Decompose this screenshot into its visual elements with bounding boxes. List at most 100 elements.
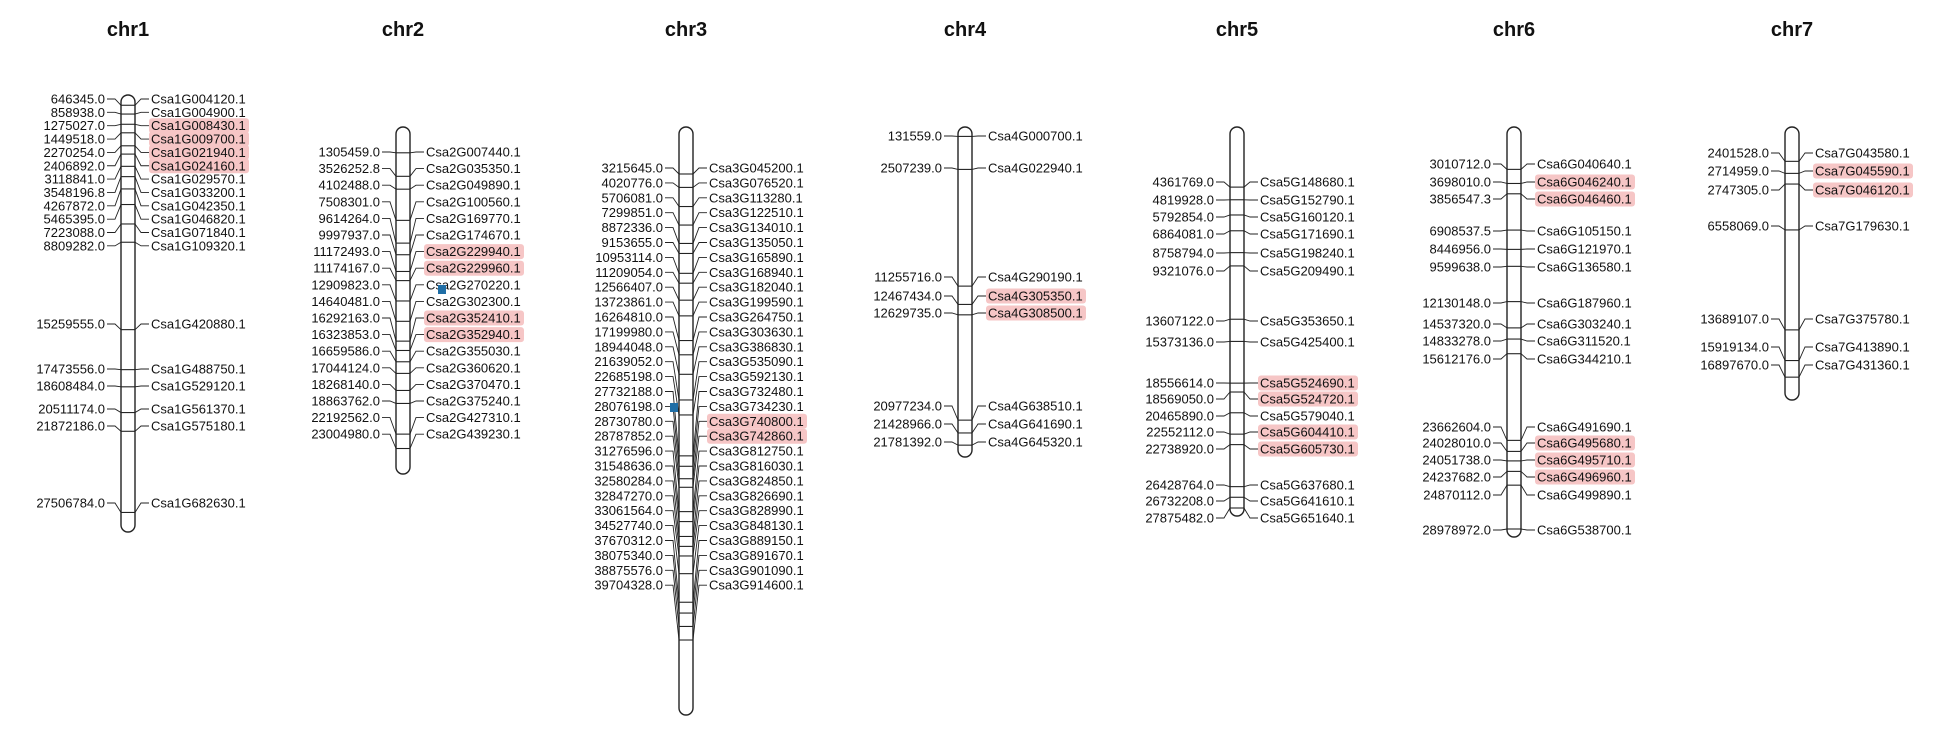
gene-label: Csa5G605730.1	[1260, 442, 1355, 457]
gene-connector	[693, 287, 707, 300]
position-label: 18268140.0	[311, 377, 380, 392]
gene-label: Csa6G491690.1	[1537, 420, 1632, 435]
position-connector	[382, 202, 396, 221]
gene-connector	[410, 418, 424, 435]
position-label: 27732188.0	[594, 384, 663, 399]
position-label: 31548636.0	[594, 459, 663, 474]
position-label: 33061564.0	[594, 503, 663, 518]
gene-label: Csa1G109320.1	[151, 238, 246, 253]
position-label: 18569050.0	[1145, 392, 1214, 407]
gene-connector	[1521, 471, 1535, 477]
position-label: 12909823.0	[311, 277, 380, 292]
position-connector	[1771, 153, 1785, 161]
gene-label: Csa7G413890.1	[1815, 340, 1910, 355]
position-connector	[1771, 184, 1785, 190]
position-connector	[944, 424, 958, 433]
chromosome-bar	[1507, 127, 1521, 537]
gene-label: Csa3G812750.1	[709, 444, 804, 459]
position-connector	[1216, 413, 1230, 416]
position-connector	[1771, 171, 1785, 173]
gene-connector	[135, 124, 149, 125]
position-label: 8872336.0	[602, 220, 663, 235]
position-label: 11172493.0	[313, 244, 380, 259]
position-connector	[1493, 230, 1507, 231]
gene-label: Csa5G641610.1	[1260, 494, 1355, 509]
gene-label: Csa5G152790.1	[1260, 193, 1355, 208]
position-label: 13607122.0	[1145, 314, 1214, 329]
gene-connector	[972, 442, 986, 445]
position-connector	[382, 434, 396, 448]
gene-connector	[410, 169, 424, 177]
gene-label: Csa5G579040.1	[1260, 409, 1355, 424]
position-connector	[944, 168, 958, 169]
gene-connector	[693, 183, 707, 188]
position-label: 18944048.0	[594, 339, 663, 354]
position-connector	[382, 152, 396, 153]
position-connector	[665, 257, 679, 273]
position-connector	[1216, 266, 1230, 271]
gene-label: Csa3G889150.1	[709, 533, 804, 548]
position-connector	[382, 401, 396, 403]
position-label: 2714959.0	[1708, 164, 1769, 179]
position-connector	[107, 112, 121, 114]
marker-square	[670, 403, 678, 412]
gene-label: Csa3G826690.1	[709, 488, 804, 503]
gene-connector	[1244, 497, 1258, 501]
gene-connector	[410, 401, 424, 403]
position-connector	[1216, 485, 1230, 487]
gene-connector	[135, 154, 149, 166]
position-label: 24870112.0	[1423, 488, 1491, 503]
position-connector	[107, 133, 121, 139]
position-connector	[382, 318, 396, 341]
position-label: 32847270.0	[594, 488, 663, 503]
gene-label: Csa2G049890.1	[426, 178, 521, 193]
gene-connector	[1244, 319, 1258, 321]
gene-label: Csa5G209490.1	[1260, 264, 1355, 279]
position-label: 11255716.0	[874, 270, 942, 285]
position-connector	[944, 296, 958, 304]
gene-label: Csa2G427310.1	[426, 410, 521, 425]
gene-connector	[972, 406, 986, 420]
gene-label: Csa5G353650.1	[1260, 314, 1355, 329]
position-connector	[665, 213, 679, 225]
gene-connector	[1799, 153, 1813, 161]
position-label: 10953114.0	[595, 250, 663, 265]
gene-label: Csa3G135050.1	[709, 235, 804, 250]
gene-connector	[1799, 226, 1813, 230]
gene-connector	[135, 242, 149, 246]
position-connector	[665, 243, 679, 254]
gene-connector	[1521, 339, 1535, 341]
position-label: 7299851.0	[602, 205, 663, 220]
position-label: 3215645.0	[602, 161, 663, 176]
gene-connector	[135, 189, 149, 206]
gene-connector	[693, 243, 707, 254]
gene-label: Csa3G386830.1	[709, 339, 804, 354]
gene-label: Csa2G355030.1	[426, 344, 521, 359]
gene-label: Csa5G198240.1	[1260, 246, 1355, 261]
position-connector	[107, 99, 121, 105]
gene-connector	[135, 224, 149, 233]
gene-connector	[1521, 182, 1535, 183]
gene-label: Csa3G113280.1	[709, 190, 803, 205]
gene-connector	[1521, 302, 1535, 303]
position-connector	[1771, 347, 1785, 361]
gene-connector	[1521, 529, 1535, 530]
gene-label: Csa3G734230.1	[709, 399, 804, 414]
position-label: 31276596.0	[594, 444, 663, 459]
chromosome-bar	[958, 127, 972, 457]
gene-connector	[1799, 319, 1813, 330]
position-connector	[1216, 432, 1230, 434]
gene-label: Csa3G182040.1	[709, 280, 804, 295]
gene-connector	[1521, 354, 1535, 359]
position-label: 2401528.0	[1708, 146, 1769, 161]
position-label: 14537320.0	[1422, 317, 1491, 332]
gene-label: Csa3G828990.1	[709, 503, 804, 518]
gene-connector	[1521, 427, 1535, 440]
position-connector	[665, 526, 679, 574]
position-connector	[107, 503, 121, 512]
gene-connector	[410, 285, 424, 301]
